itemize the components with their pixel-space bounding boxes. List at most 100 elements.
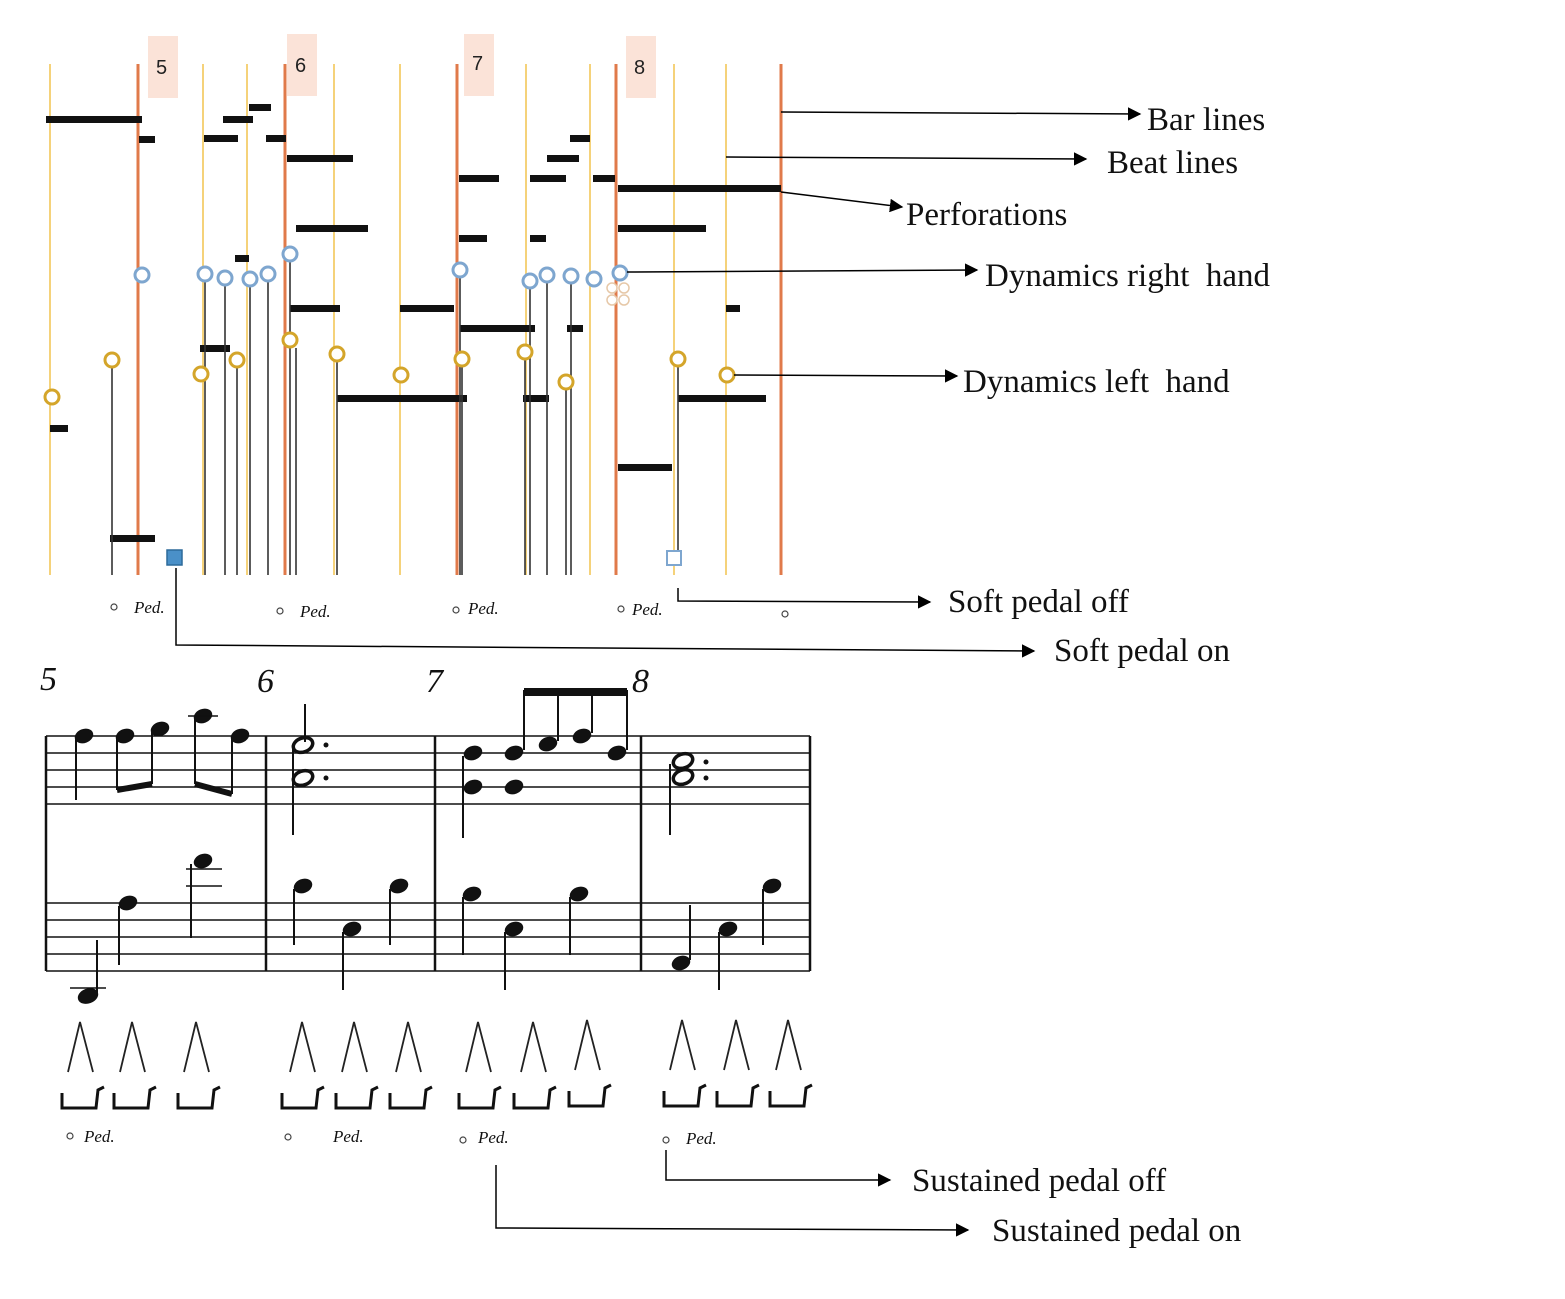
beat-lines-arrow [725,152,1088,166]
pedal-text: Ped. [133,598,165,617]
pedal-brackets [60,1083,813,1110]
pedal-release-mark [452,606,460,614]
dynamics-left-marker [669,350,687,368]
accent-marks [67,1019,802,1073]
pedal-release-mark [110,603,118,611]
perforation [290,305,340,312]
perforation [523,395,549,402]
label-dynamics-right-hand: Dynamics right hand [985,258,1271,294]
perforation [50,425,68,432]
measure-number: 7 [426,663,445,700]
perforation [593,175,615,182]
soft-pedal-on-marker [166,549,183,566]
dynamics-left-marker [192,365,210,383]
dynamics-left-marker [392,366,410,384]
roll-pedal-marks: Ped. Ped. Ped. Ped. [110,598,789,621]
pedal-text: Ped. [299,602,331,621]
label-soft-pedal-on: Soft pedal on [1054,633,1230,669]
pedal-release-mark [459,1136,467,1144]
measure-bar-lines [44,736,812,971]
bar-lines-arrow [780,107,1142,121]
pedal-release-mark [781,610,789,618]
piano-roll: 5 6 7 8 [43,34,789,621]
perforation [223,116,253,123]
dynamics-right-hand [133,245,629,290]
sustained-pedal-on-arrow [495,1165,970,1237]
perforation [459,175,499,182]
bar-number: 6 [295,55,306,77]
pedal-text: Ped. [332,1127,364,1146]
dynamics-right-marker [521,272,539,290]
perforation [618,185,781,192]
perforation [530,235,546,242]
bar-number-box [626,36,656,98]
dynamics-stems [111,262,679,575]
perforation [337,395,467,402]
dynamics-right-marker [451,261,469,279]
perforation [266,135,286,142]
treble-notes [462,688,628,838]
measure-number: 8 [632,663,649,700]
dynamics-right-marker [196,265,214,283]
dynamics-right-marker [281,245,299,263]
perforation [618,225,706,232]
bar-number-boxes [148,34,656,98]
treble-notes [669,751,709,835]
perforation [204,135,238,142]
soft-pedal-on-arrow [175,568,1036,658]
bar-lines [136,64,783,575]
label-sustained-pedal-off: Sustained pedal off [912,1163,1166,1199]
perforation [530,175,566,182]
perforation [200,345,230,352]
dynamics-right-marker [562,267,580,285]
pedal-text: Ped. [477,1128,509,1147]
dynamics-left-marker [718,366,736,384]
perforation [110,535,155,542]
bass-notes [70,853,782,1004]
perforation [618,464,672,471]
dynamics-left-hand [43,331,736,406]
measure-number: 5 [40,661,57,698]
dynamics-right-marker [259,265,277,283]
pedal-text: Ped. [631,600,663,619]
annotation-labels: Bar lines Beat lines Perforations Dynami… [906,102,1271,1249]
dynamics-left-marker [516,343,534,361]
pedal-text: Ped. [685,1129,717,1148]
dynamics-left-marker [281,331,299,349]
perforation [570,135,590,142]
pedal-text: Ped. [83,1127,115,1146]
dynamics-right-arrow [626,263,979,277]
sheet-music: 5 6 7 8 [40,661,813,1148]
dynamics-right-marker [611,264,629,282]
perforation [460,325,535,332]
dynamics-left-arrow [733,369,959,383]
perforation [400,305,454,312]
dynamics-right-marker [585,270,603,288]
bar-number-box [148,36,178,98]
soft-pedal-off-marker [666,550,682,566]
pedal-release-mark [662,1136,670,1144]
measure-number: 6 [257,663,274,700]
dynamics-right-marker [133,266,151,284]
sheet-pedal-marks: Ped. Ped. Ped. Ped. [66,1127,717,1148]
perforation [567,325,583,332]
label-bar-lines: Bar lines [1147,102,1265,138]
perforation [139,136,155,143]
dynamics-left-marker [328,345,346,363]
treble-notes [291,704,329,835]
bar-number: 5 [156,57,167,79]
treble-notes [74,708,250,800]
dynamics-left-marker [453,350,471,368]
perforation [678,395,766,402]
sustained-pedal-off-arrow [665,1150,892,1187]
label-soft-pedal-off: Soft pedal off [948,584,1129,620]
bar-number: 8 [634,57,645,79]
perforation [46,116,142,123]
beat-lines [49,64,727,575]
dynamics-right-marker [538,266,556,284]
dynamics-left-marker [43,388,61,406]
soft-pedal-off-arrow [677,588,932,609]
perforation [547,155,579,162]
perforation [296,225,368,232]
